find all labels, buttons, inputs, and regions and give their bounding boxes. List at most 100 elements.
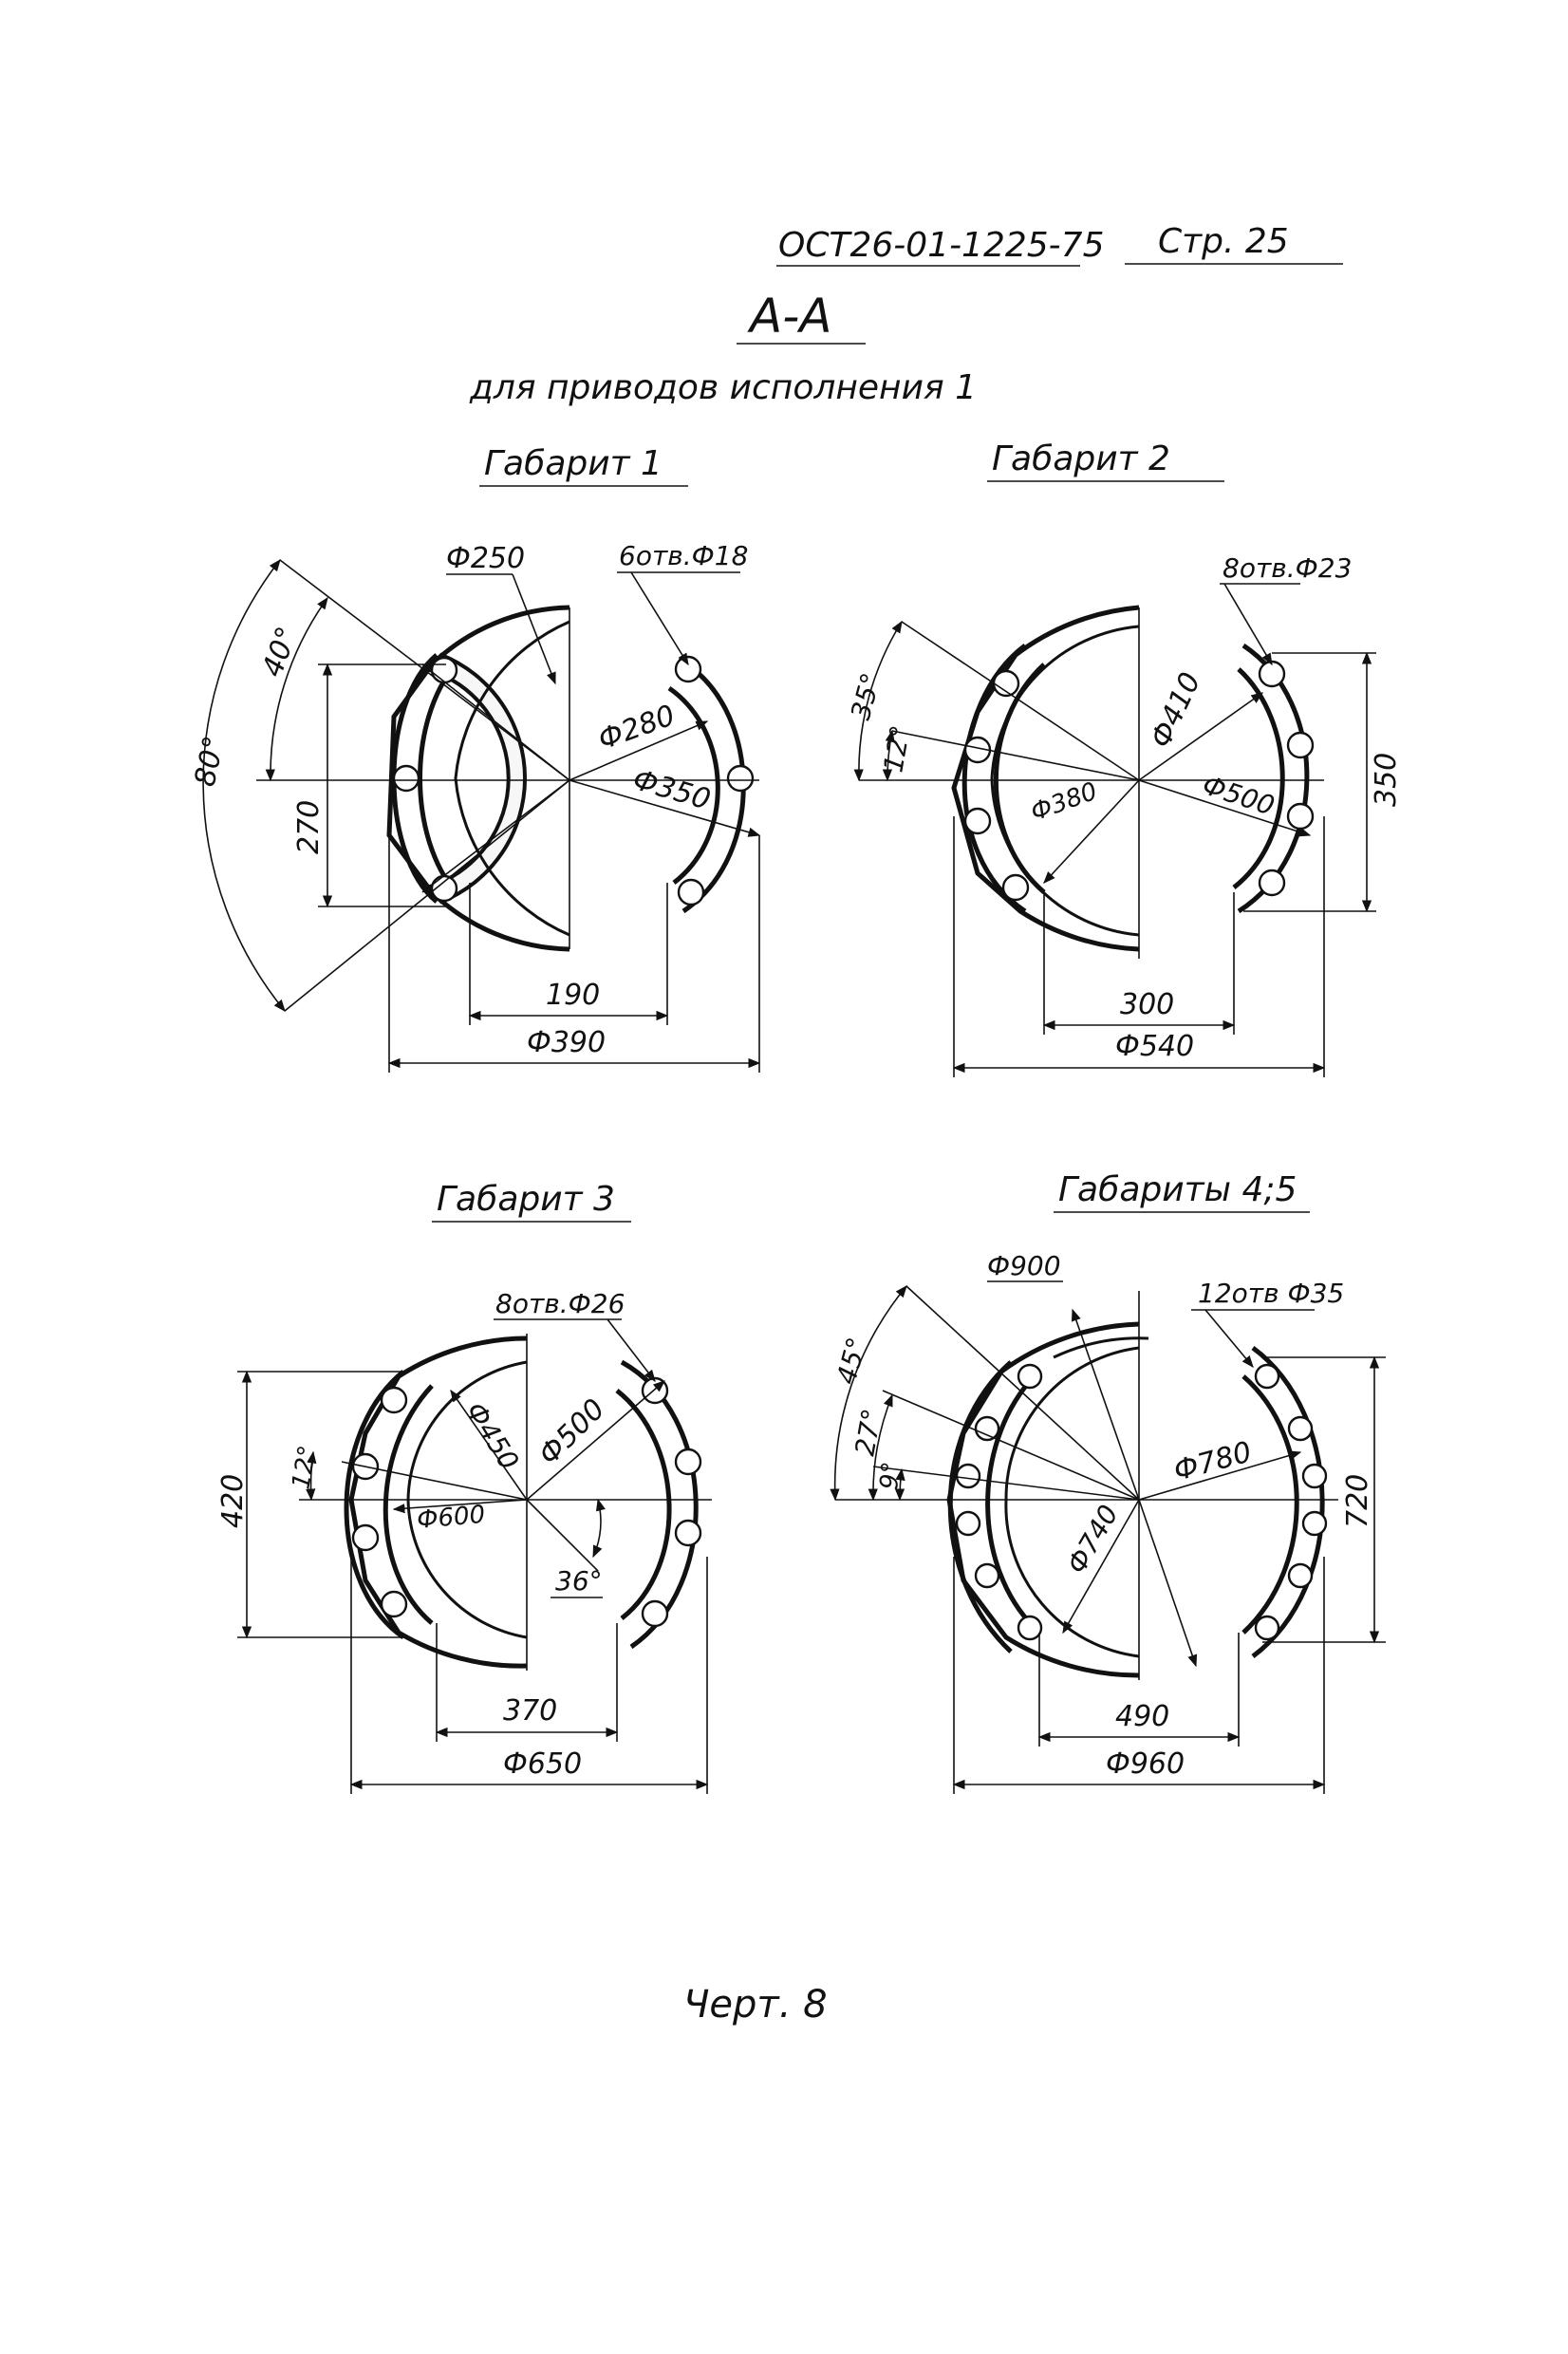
view-4-right-inner <box>1241 1374 1299 1635</box>
view-1-ray <box>279 559 570 781</box>
view-4-d-top: Ф900 <box>987 1250 1061 1281</box>
view-3-d-outer: Ф650 <box>503 1747 582 1781</box>
view-4-d-inner: Ф740 <box>1060 1500 1124 1579</box>
view-4-angle-arc-45 <box>830 1285 907 1502</box>
view-2-d-mid: Ф410 <box>1145 667 1208 753</box>
view-2-holes: 8отв.Ф23 <box>1223 552 1352 584</box>
view-3-d-bolt: Ф600 <box>416 1501 486 1535</box>
view-2-ray <box>1043 779 1140 884</box>
view-2-right-inner <box>1232 667 1285 889</box>
view-3-left-inner <box>383 1384 434 1625</box>
view-3-ray <box>392 1499 528 1514</box>
view-4-inner-arc <box>1004 1346 1140 1658</box>
view-1-height: 270 <box>292 800 326 854</box>
view-2-ray <box>901 621 1140 781</box>
view-3-right-inner <box>615 1389 672 1620</box>
view-1-ray <box>284 779 570 1012</box>
view-4-hole <box>1254 1615 1280 1641</box>
view-4-ray <box>1138 1450 1302 1501</box>
view-4-angle-mid: 27° <box>849 1407 887 1459</box>
view-1-holes: 6отв.Ф18 <box>619 540 748 571</box>
view-1-d-bolt: Ф350 <box>629 763 715 817</box>
view-3-angle-bottom: 36° <box>555 1565 603 1597</box>
subtitle: для приводов исполнения 1 <box>469 368 977 407</box>
view-1-angle-arc-80 <box>202 558 286 1012</box>
view-2-ray <box>1138 692 1264 781</box>
view-1-outer-arc <box>386 605 570 952</box>
view-2-hole <box>1286 802 1315 831</box>
view-1-d-outer: Ф390 <box>527 1026 606 1059</box>
view-1-ray <box>569 779 761 837</box>
view-4-hole <box>955 1510 981 1537</box>
view-4-title: Габариты 4;5 <box>1058 1170 1297 1209</box>
view-4-ray <box>1138 1499 1198 1668</box>
view-4-ray <box>905 1285 1140 1501</box>
view-1-inner-arc <box>454 620 570 937</box>
view-4-hole <box>1254 1363 1280 1390</box>
view-3-hole <box>641 1599 669 1628</box>
view-1-hole <box>392 764 420 793</box>
view-3-hole <box>380 1590 408 1618</box>
view-1-angle-large: 80° <box>189 733 232 789</box>
view-2-outer-arc <box>951 605 1140 952</box>
view-4-hole <box>955 1463 981 1489</box>
view-1-d-mid: Ф280 <box>594 699 680 757</box>
view-3-hole <box>351 1523 380 1552</box>
view-2-ray <box>891 730 1140 781</box>
view-1-ray <box>569 720 709 781</box>
view-4-ray <box>882 1390 1140 1501</box>
view-1-hole <box>726 764 755 793</box>
view-3-d-inner: Ф450 <box>459 1396 525 1475</box>
page-number: Стр. 25 <box>1158 222 1289 261</box>
view-2-hole <box>1286 731 1315 759</box>
section-title: А-А <box>747 289 831 344</box>
view-1-angle-small: 40° <box>256 623 305 682</box>
view-4-angle-small: 9° <box>875 1461 905 1491</box>
view-4-outer-arc <box>946 1321 1140 1678</box>
view-3-angle-small: 12° <box>287 1444 323 1492</box>
view-4-gap: 490 <box>1115 1700 1169 1733</box>
view-4-angle-large: 45° <box>831 1334 873 1387</box>
view-1-angle-arc-40 <box>265 596 328 782</box>
view-2-angle-small: 12° <box>877 723 916 775</box>
view-2-angle-large: 35° <box>845 669 887 722</box>
view-4-hole <box>1017 1615 1043 1641</box>
view-3-left-outer <box>344 1370 405 1640</box>
view-1-left-segment <box>423 652 528 905</box>
view-1-ray <box>421 663 570 781</box>
view-3-title: Габарит 3 <box>437 1180 615 1219</box>
view-4-d-mid: Ф780 <box>1170 1435 1255 1487</box>
view-4: Габариты 4;5 45° 27° 9° <box>830 1170 1386 1794</box>
view-2-d-inner: Ф380 <box>1027 777 1101 828</box>
view-2-left-inner <box>993 663 1046 894</box>
view-4-ray <box>1062 1499 1140 1635</box>
view-3-leader <box>607 1318 656 1383</box>
doc-code: ОСТ26-01-1225-75 <box>778 226 1104 265</box>
view-1-leader <box>512 573 556 685</box>
view-4-angle-arc-9 <box>894 1467 905 1502</box>
view-3-ray <box>526 1380 665 1501</box>
view-3: Габарит 3 12° 36° Ф450 Ф500 Ф600 8о <box>216 1180 712 1794</box>
view-4-hole <box>1017 1363 1043 1390</box>
view-1-gap: 190 <box>546 979 600 1012</box>
view-3-angle-arc-36 <box>592 1498 606 1559</box>
view-1-right-inner-arc <box>667 685 720 885</box>
figure-caption: Черт. 8 <box>683 1983 828 2027</box>
view-4-angle-arc-27 <box>868 1393 893 1502</box>
view-3-gap: 370 <box>503 1694 557 1728</box>
view-1-hole <box>677 878 705 906</box>
view-2-title: Габарит 2 <box>992 439 1170 478</box>
view-4-hole <box>1287 1562 1314 1589</box>
view-4-leader <box>1204 1309 1254 1368</box>
view-2-hole <box>1001 873 1030 902</box>
view-3-hole <box>674 1448 702 1476</box>
view-3-holes: 8отв.Ф26 <box>495 1288 625 1319</box>
view-2-gap: 300 <box>1120 988 1174 1021</box>
view-2-leader <box>1223 583 1273 666</box>
view-4-hole <box>1301 1510 1328 1537</box>
view-2-hole <box>963 807 992 835</box>
view-4-hole <box>1287 1415 1314 1442</box>
view-3-ray <box>450 1389 528 1501</box>
view-1-hole <box>674 655 702 683</box>
